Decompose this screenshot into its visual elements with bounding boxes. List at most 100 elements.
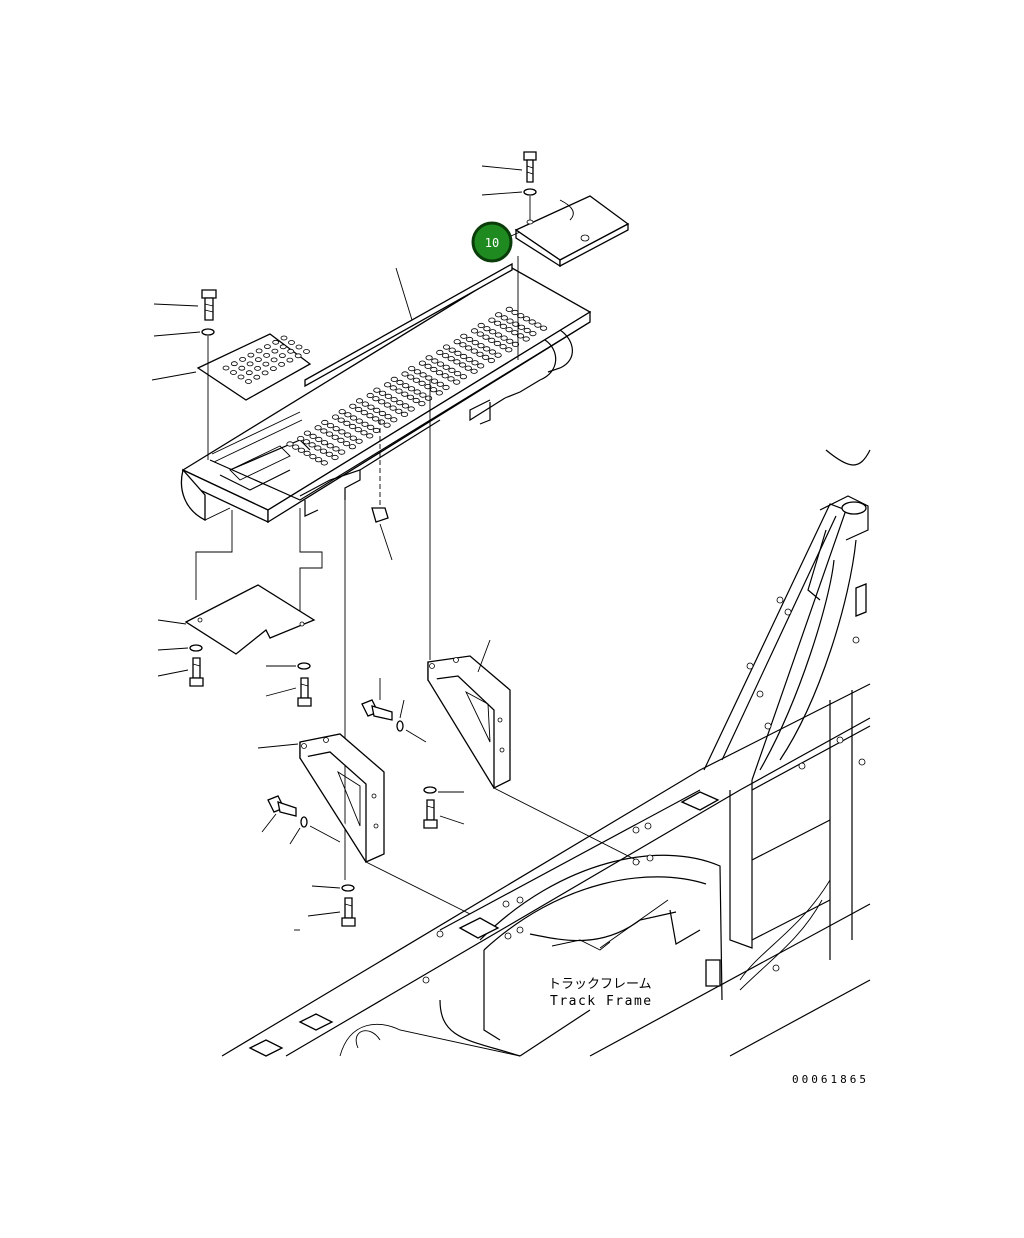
perforation-hole	[286, 357, 294, 363]
perforation-hole	[337, 437, 345, 443]
perforation-hole	[419, 392, 427, 398]
perforation-hole	[372, 396, 380, 402]
perforation-hole	[320, 428, 328, 434]
perforation-hole	[441, 352, 450, 359]
perforation-hole	[412, 397, 420, 404]
perforation-hole	[331, 434, 339, 440]
perforation-hole	[331, 454, 339, 461]
perforation-hole	[337, 417, 345, 423]
leader-side-washer-lower	[289, 827, 301, 845]
perforation-hole	[459, 374, 467, 380]
perforation-hole	[271, 348, 279, 354]
perforation-hole	[424, 383, 432, 390]
perforation-hole	[424, 363, 432, 369]
leader-mid-bolt	[265, 687, 297, 697]
perforation-hole	[383, 402, 391, 408]
perforation-hole	[534, 322, 542, 328]
leader-side-washer	[399, 699, 405, 719]
perforation-hole	[303, 430, 311, 436]
perforation-hole	[272, 339, 280, 345]
perforation-hole	[453, 339, 461, 345]
perforation-hole	[361, 401, 369, 407]
leader-right-bracket	[477, 639, 491, 673]
leader-left-bracket	[257, 743, 299, 749]
perforation-hole	[230, 370, 237, 375]
perforation-hole	[488, 317, 496, 323]
perforation-hole	[288, 340, 295, 345]
perforation-hole	[384, 393, 392, 399]
leader-left-bracket-bolt	[307, 911, 341, 917]
perforation-hole	[400, 411, 409, 417]
perforation-hole	[367, 404, 375, 410]
lower-left-washer	[189, 644, 203, 652]
leader-clip	[379, 523, 393, 561]
perforation-hole	[511, 309, 519, 316]
small-plate-perforations	[222, 335, 310, 384]
perforation-hole	[465, 356, 473, 363]
perforation-hole	[230, 361, 238, 367]
perforation-hole	[493, 340, 501, 347]
callout-10-circle[interactable]	[471, 221, 513, 263]
perforation-hole	[286, 441, 294, 447]
perforation-hole	[309, 433, 317, 439]
callout-10[interactable]: 10	[471, 221, 513, 263]
perforation-hole	[477, 322, 485, 329]
perforation-hole	[263, 352, 271, 358]
perforation-hole	[314, 457, 323, 463]
perforation-hole	[278, 361, 286, 367]
perforation-hole	[499, 323, 507, 329]
perforation-hole	[401, 371, 409, 377]
perforation-hole	[332, 426, 340, 432]
perforation-hole	[292, 444, 300, 450]
perforation-hole	[447, 376, 455, 382]
perforation-hole	[511, 341, 520, 347]
leader-left-bolt	[153, 303, 199, 307]
perforation-hole	[262, 361, 270, 367]
perforation-hole	[366, 392, 374, 399]
perforation-hole	[418, 380, 426, 386]
perforation-hole	[315, 436, 323, 443]
perforation-hole	[483, 326, 491, 332]
perforation-hole	[464, 365, 472, 371]
left-support-bracket	[299, 733, 385, 864]
right-support-bracket	[427, 655, 511, 790]
perforation-hole	[389, 405, 397, 411]
perforation-hole	[280, 335, 288, 341]
perforation-hole	[402, 383, 410, 389]
perforation-hole	[253, 374, 261, 380]
perforation-hole	[435, 370, 444, 376]
left-bracket-mount-line	[365, 861, 471, 915]
perforation-hole	[476, 351, 484, 357]
side-bolt-axis	[405, 729, 427, 743]
perforation-hole	[372, 416, 380, 422]
perforation-hole	[314, 445, 322, 451]
perforation-hole	[332, 446, 340, 452]
leader-side-bolt-lower	[261, 813, 277, 833]
break-line-mid	[299, 508, 323, 620]
perforation-hole	[383, 382, 392, 388]
perforation-hole	[222, 365, 230, 371]
perforation-hole	[476, 331, 484, 337]
perforation-hole	[408, 365, 416, 372]
perforation-hole	[529, 330, 537, 337]
retaining-clip	[371, 507, 389, 523]
perforation-hole	[494, 352, 502, 358]
left-top-bolt	[201, 289, 217, 321]
top-bolt	[523, 151, 537, 183]
perforation-hole	[390, 396, 398, 403]
perforation-hole	[482, 354, 490, 360]
perforation-hole	[390, 376, 398, 382]
perforation-hole	[419, 372, 427, 378]
break-line-left	[195, 510, 233, 600]
perforation-hole	[418, 400, 426, 407]
perforation-hole	[506, 318, 514, 324]
perforation-hole	[355, 418, 363, 424]
leader-lower-plate	[157, 619, 187, 625]
perforation-hole	[454, 350, 462, 356]
perforation-hole	[448, 347, 456, 353]
side-bolt-lower-axis	[309, 825, 341, 843]
perforation-hole	[516, 333, 525, 339]
perforation-hole	[487, 357, 495, 364]
perforation-hole	[483, 346, 491, 352]
